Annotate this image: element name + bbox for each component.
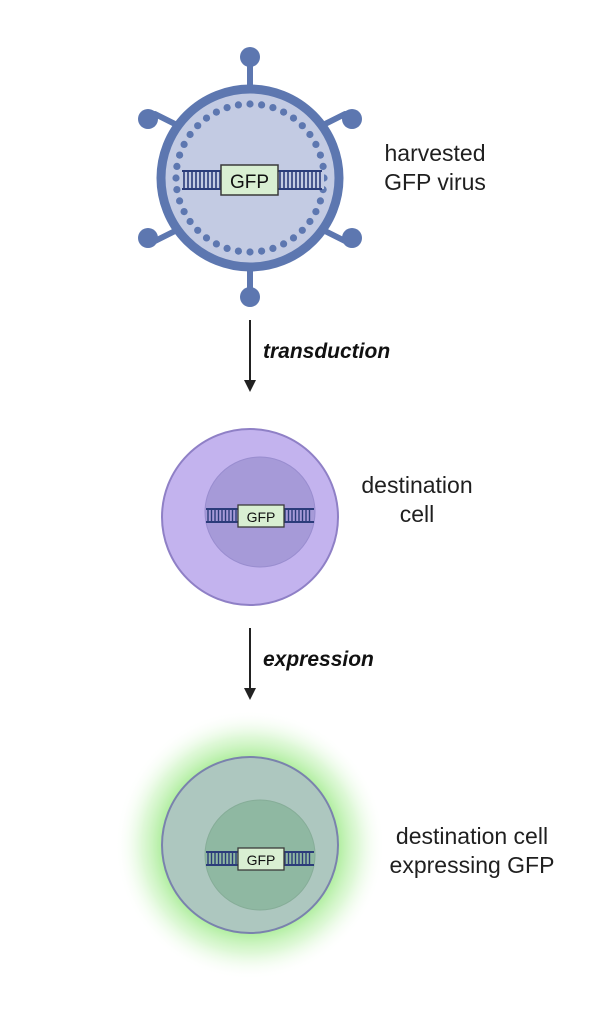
virus-dot <box>312 140 320 148</box>
virus-dot <box>306 130 314 139</box>
virus-dot <box>316 197 324 205</box>
virus-label: harvested GFP virus <box>365 139 505 197</box>
virus-inner-dots <box>172 100 328 256</box>
virus-dot <box>316 151 324 159</box>
virus-dot <box>234 101 242 109</box>
virus-dot <box>223 244 231 252</box>
glowing-cell-label-line2: expressing GFP <box>389 852 555 878</box>
glowing-cell-gfp-label: GFP <box>247 852 276 868</box>
virus-dot <box>246 248 254 256</box>
virus-dot <box>246 100 254 108</box>
virus-dot <box>258 101 266 109</box>
destination-cell: GFP <box>161 428 339 606</box>
virus-dot <box>223 104 231 112</box>
glowing-cell-label: destination cell expressing GFP <box>378 822 566 880</box>
virus-gfp-label: GFP <box>230 172 269 193</box>
virus-dot <box>186 217 194 226</box>
virus-dot <box>173 162 181 170</box>
virus-dot <box>269 244 277 252</box>
cell-gfp-label: GFP <box>247 509 276 525</box>
virus-label-line2: GFP virus <box>384 169 486 195</box>
virus-dot <box>280 108 288 116</box>
virus-dot <box>180 208 188 216</box>
virus-dot <box>306 217 314 226</box>
virus-dot <box>289 234 298 242</box>
virus-dot <box>186 130 194 139</box>
glowing-cell: GFP <box>115 710 385 980</box>
virus-dot <box>298 122 306 130</box>
glowing-cell-dna: GFP <box>206 847 314 871</box>
virus-dot <box>202 234 211 242</box>
virus-dot <box>298 226 306 234</box>
transduction-label: transduction <box>263 340 391 363</box>
virus-label-line1: harvested <box>384 140 486 166</box>
virus-dot <box>176 197 184 205</box>
cell-dna: GFP <box>206 504 314 528</box>
glowing-cell-label-line1: destination cell <box>395 823 549 849</box>
virus-dot <box>172 174 180 182</box>
virus-dot <box>258 247 266 255</box>
cell-label-line1: destination <box>361 472 473 498</box>
cell-label-line2: cell <box>399 501 435 527</box>
virus-dot <box>269 104 277 112</box>
virus-dot <box>212 240 220 248</box>
virus-dot <box>312 208 320 216</box>
transduction-arrow <box>244 320 256 392</box>
virus-gfp-gene <box>220 164 279 196</box>
virus-dot <box>194 226 202 234</box>
virus-dot <box>289 114 298 122</box>
virus-dot <box>176 151 184 159</box>
expression-label: expression <box>263 648 374 671</box>
expression-arrow <box>244 628 256 700</box>
glowing-cell-gfp-gene <box>237 847 285 871</box>
virus-particle: GFP <box>138 47 362 307</box>
virus-dot <box>202 114 211 122</box>
virus-dot <box>280 240 288 248</box>
virus-dot <box>180 140 188 148</box>
virus-dot <box>194 122 202 130</box>
cell-gfp-gene <box>237 504 285 528</box>
cell-label: destination cell <box>347 471 487 529</box>
virus-dot <box>234 247 242 255</box>
virus-dot <box>319 162 327 170</box>
virus-dna: GFP <box>182 164 324 196</box>
virus-dot <box>212 108 220 116</box>
virus-dot <box>173 186 181 194</box>
